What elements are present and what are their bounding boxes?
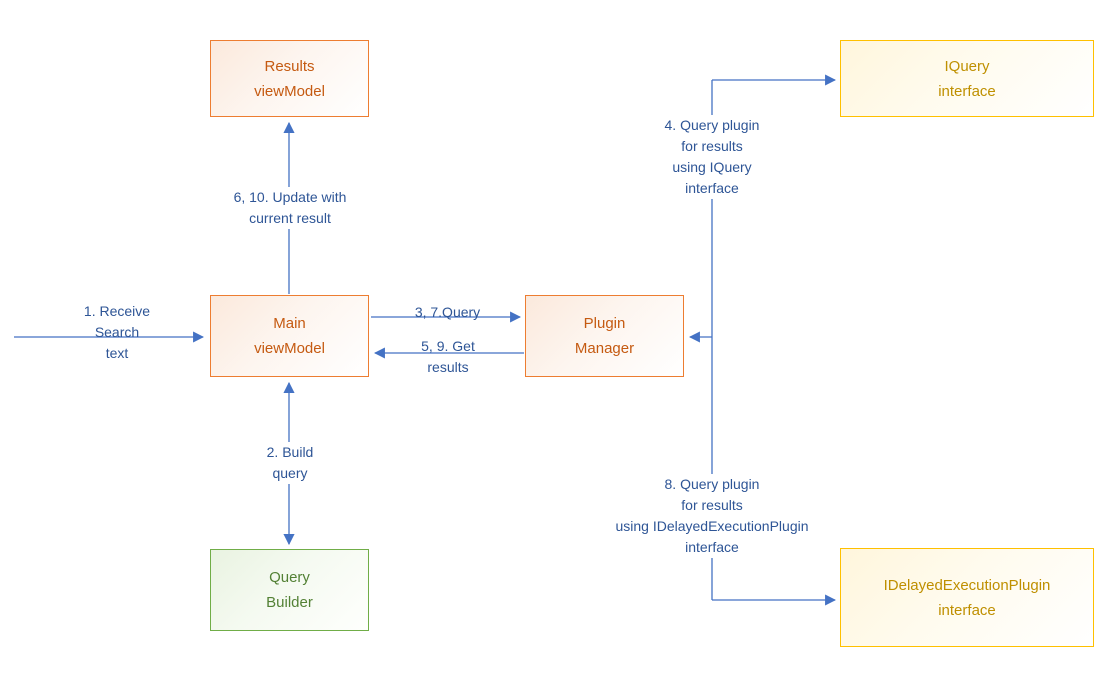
edge-label-build-query: 2. Build query <box>250 442 330 484</box>
edge-label-query-plugin-idelayed: 8. Query plugin for results using IDelay… <box>592 474 832 558</box>
edge-label-get-results: 5, 9. Get results <box>421 338 475 375</box>
node-main-viewmodel: Main viewModel <box>210 295 369 377</box>
edge-label-query-plugin-iquery: 4. Query plugin for results using IQuery… <box>647 115 777 199</box>
edge-label-query: 3, 7.Query <box>414 304 481 320</box>
edge-label-update-with-current-result: 6, 10. Update with current result <box>210 187 370 229</box>
node-idelayedexecutionplugin-interface: IDelayedExecutionPlugin interface <box>840 548 1094 647</box>
node-iquery-interface: IQuery interface <box>840 40 1094 117</box>
node-plugin-manager: Plugin Manager <box>525 295 684 377</box>
node-query-builder: Query Builder <box>210 549 369 631</box>
node-results-viewmodel: Results viewModel <box>210 40 369 117</box>
edge-label-receive-search-text: 1. Receive Search text <box>83 303 151 361</box>
